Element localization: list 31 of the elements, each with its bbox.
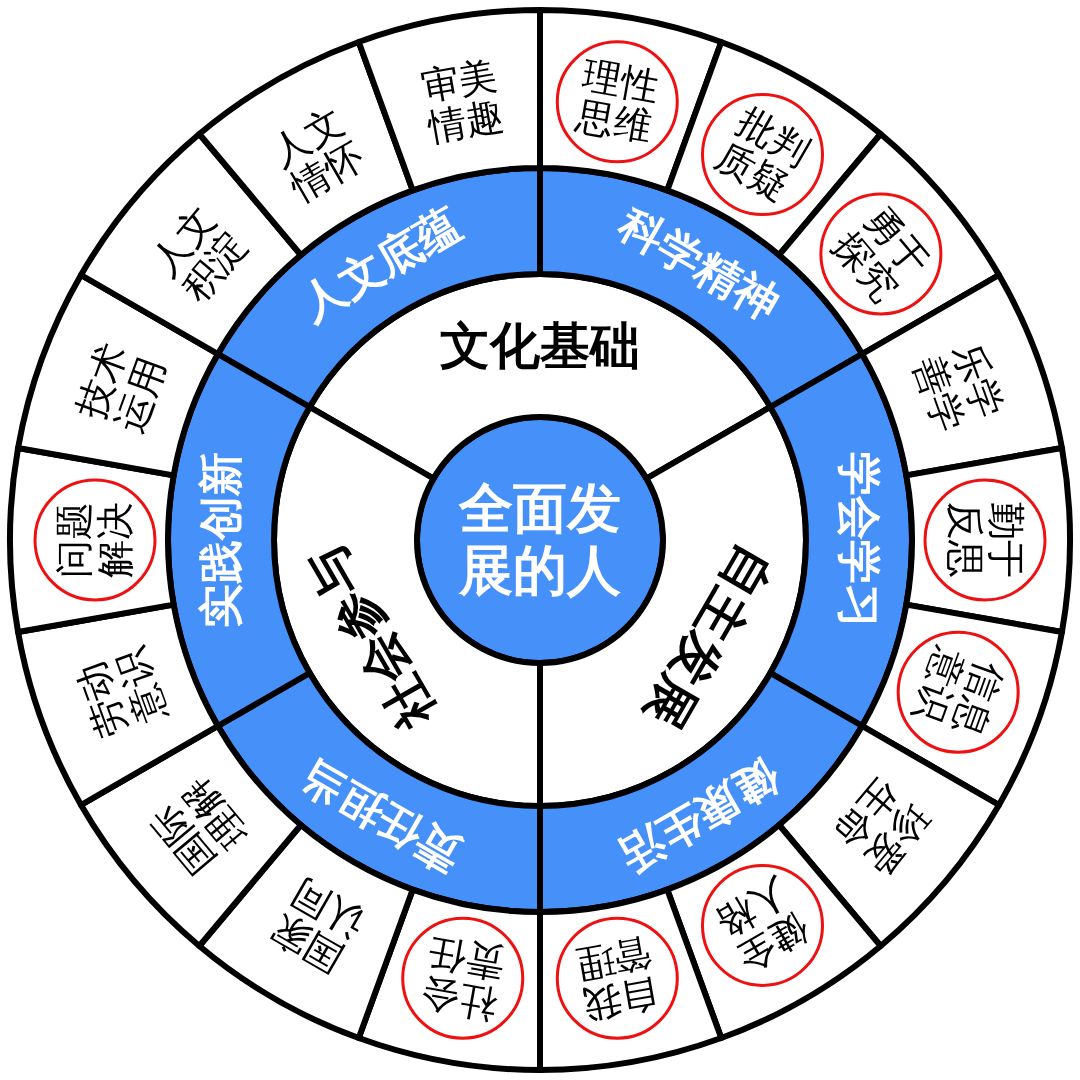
circle-highlight (33, 478, 157, 602)
circle-highlight (701, 863, 824, 987)
circle-label: 批判质疑 (707, 98, 818, 212)
circle-highlight (701, 93, 824, 217)
circle-highlight (555, 40, 679, 164)
circle-label: 勤于反思 (944, 501, 1027, 580)
segment-label: 乐学善学 (905, 336, 1012, 440)
circle-highlight (401, 916, 525, 1040)
segment-label: 审美情趣 (416, 54, 509, 150)
circle-label: 勇于探究 (823, 196, 940, 313)
circle-label: 健全人格 (707, 869, 818, 982)
circle-label: 自我管理 (571, 930, 664, 1026)
band-label: 实践创新 (196, 452, 246, 628)
segment-label: 国际理解 (140, 768, 257, 885)
circle-highlight (923, 478, 1047, 602)
segment-label: 国家认同 (262, 869, 373, 982)
segment-label: 技术运用 (68, 336, 175, 440)
band-label: 学会学习 (834, 452, 884, 628)
segment-label: 人文情怀 (262, 98, 373, 212)
segment-label: 人文积淀 (140, 196, 257, 313)
segment-label: 文化基础 (440, 318, 640, 373)
circle-label: 理性思维 (571, 54, 664, 150)
segment-label: 劳动意识 (68, 641, 175, 745)
circle-label: 信息意识 (905, 641, 1012, 745)
circle-highlight (555, 916, 679, 1040)
circle-label: 社会责任 (416, 930, 509, 1026)
circle-label: 问题解决 (53, 501, 136, 580)
circle-highlight (896, 630, 1020, 754)
segment-label: 珍爱生命 (823, 768, 940, 885)
segment-label: 社会参与 (297, 536, 446, 738)
segment-label: 自主发展 (634, 536, 783, 738)
